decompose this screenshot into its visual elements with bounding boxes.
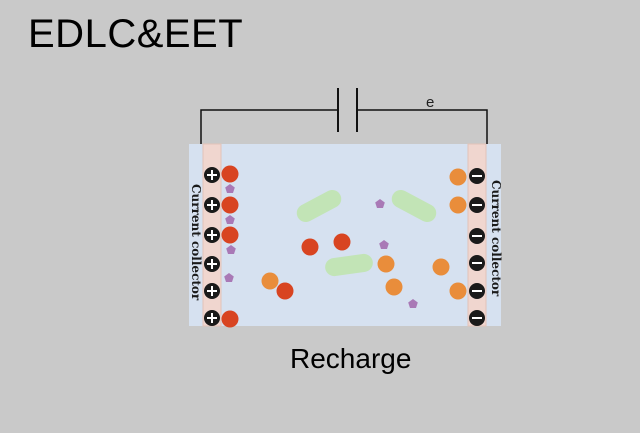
red-ion-icon: [221, 226, 239, 244]
purple-pentagon-icon: [225, 184, 235, 193]
plus-charge-icon: [204, 167, 220, 183]
orange-ion-icon: [385, 278, 403, 296]
caption: Recharge: [290, 343, 412, 374]
red-ion-icon: [301, 238, 319, 256]
capacitor-icon: [337, 88, 358, 132]
orange-ion-icon: [432, 258, 450, 276]
plus-charge-icon: [204, 310, 220, 326]
electron-label: e: [426, 94, 434, 111]
minus-charge-icon: [469, 255, 485, 271]
positive-charges: [204, 167, 220, 326]
purple-pentagon-icon: [408, 299, 418, 308]
minus-charge-icon: [469, 310, 485, 326]
bacteria: [296, 189, 437, 277]
bacterium-icon: [325, 253, 373, 277]
orange-ion-icon: [377, 255, 395, 273]
red-ion-icon: [276, 282, 294, 300]
red-ions: [221, 165, 351, 328]
orange-ion-icon: [261, 272, 279, 290]
purple-ions: [224, 184, 418, 308]
red-ion-icon: [221, 310, 239, 328]
red-ion-icon: [221, 165, 239, 183]
minus-charge-icon: [469, 197, 485, 213]
plus-charge-icon: [204, 283, 220, 299]
orange-ions: [261, 168, 467, 300]
purple-pentagon-icon: [224, 273, 234, 282]
red-ion-icon: [333, 233, 351, 251]
bacterium-icon: [391, 189, 437, 223]
minus-charge-icon: [469, 168, 485, 184]
plus-charge-icon: [204, 227, 220, 243]
right-collector-label: Current collector: [489, 180, 503, 297]
purple-pentagon-icon: [226, 245, 236, 254]
orange-ion-icon: [449, 196, 467, 214]
orange-ion-icon: [449, 282, 467, 300]
left-collector-label: Current collector: [189, 184, 203, 301]
negative-charges: [469, 168, 485, 326]
external-circuit: [200, 109, 488, 144]
page-title: EDLC&EET: [28, 12, 244, 56]
plus-charge-icon: [204, 256, 220, 272]
purple-pentagon-icon: [225, 215, 235, 224]
plus-charge-icon: [204, 197, 220, 213]
minus-charge-icon: [469, 228, 485, 244]
purple-pentagon-icon: [375, 199, 385, 208]
purple-pentagon-icon: [379, 240, 389, 249]
orange-ion-icon: [449, 168, 467, 186]
bacterium-icon: [296, 189, 342, 223]
minus-charge-icon: [469, 283, 485, 299]
red-ion-icon: [221, 196, 239, 214]
